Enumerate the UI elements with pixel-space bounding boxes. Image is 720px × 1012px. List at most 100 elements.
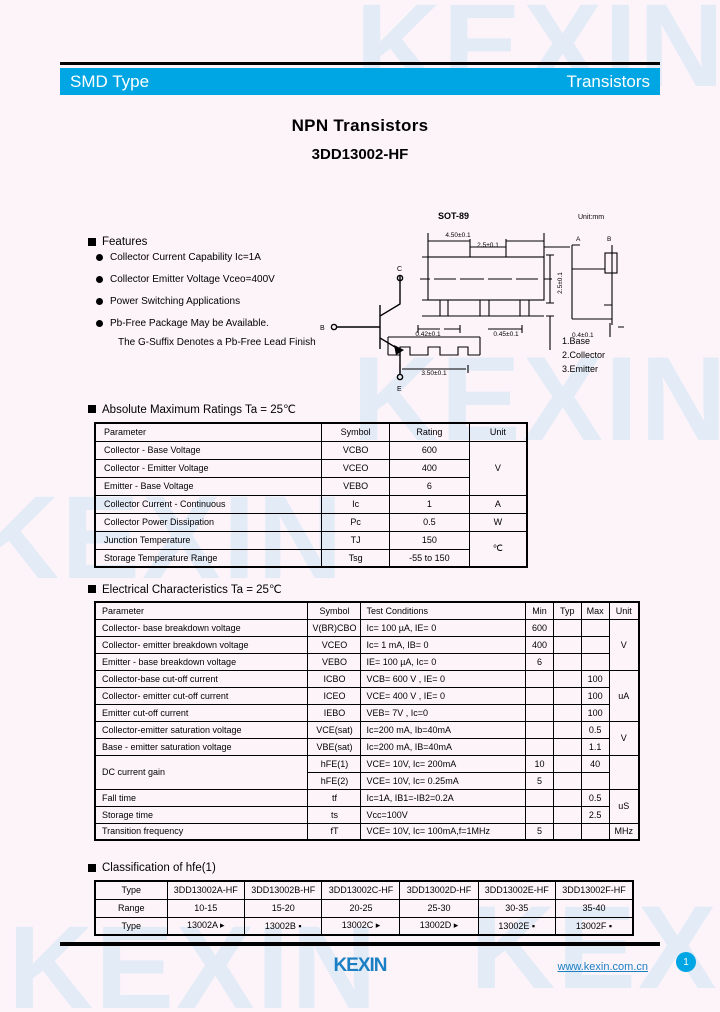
cell-range: 35-40 bbox=[554, 898, 634, 918]
cell-parameter: Storage time bbox=[94, 805, 309, 824]
cell-min bbox=[525, 788, 554, 807]
feature-text: Pb-Free Package May be Available. bbox=[110, 318, 269, 329]
cell-mark: 13002A ▸ bbox=[166, 916, 245, 936]
bullet-dot-icon bbox=[96, 298, 103, 305]
cell-conditions: VCE= 10V, Ic= 0.25mA bbox=[360, 771, 527, 790]
cell-conditions: VCE= 10V, Ic= 100mA,f=1MHz bbox=[360, 822, 527, 841]
cell-max: 40 bbox=[580, 754, 610, 773]
pin-legend: 1.Base 2.Collector 3.Emitter bbox=[562, 335, 605, 377]
cell-type: 3DD13002B-HF bbox=[243, 880, 323, 900]
cell-parameter: Emitter - base breakdown voltage bbox=[94, 652, 309, 671]
cell-symbol: ICBO bbox=[307, 669, 362, 688]
cell-parameter: Junction Temperature bbox=[94, 530, 323, 550]
cell-conditions: IE= 100 µA, Ic= 0 bbox=[360, 652, 527, 671]
cell-conditions: VCE= 10V, Ic= 200mA bbox=[360, 754, 527, 773]
list-item: Collector Current Capability Ic=1A bbox=[96, 253, 396, 263]
cell-symbol: TJ bbox=[321, 530, 391, 550]
cell-parameter: Emitter cut-off current bbox=[94, 703, 309, 722]
cell-parameter: Transition frequency bbox=[94, 822, 309, 841]
list-item: Pb-Free Package May be Available. bbox=[96, 319, 396, 329]
table-row: Storage Temperature Range Tsg -55 to 150 bbox=[94, 548, 527, 568]
cell-rating: 1 bbox=[389, 494, 470, 514]
bullet-dot-icon bbox=[96, 320, 103, 327]
table-row: Storage time ts Vcc=100V 2.5 bbox=[94, 805, 639, 824]
cell-typ bbox=[552, 805, 582, 824]
cell-min bbox=[525, 686, 554, 705]
table-row: Collector-emitter saturation voltage VCE… bbox=[94, 720, 640, 756]
cell-min: 5 bbox=[525, 771, 554, 790]
cell-min bbox=[525, 720, 554, 739]
pin-3-label: 3.Emitter bbox=[562, 363, 599, 374]
cell-range: 10-15 bbox=[166, 898, 245, 918]
cell-conditions: Ic=200 mA, IB=40mA bbox=[360, 737, 527, 756]
cell-max: 2.5 bbox=[580, 805, 610, 824]
cell-max: 0.5 bbox=[580, 788, 610, 807]
cell-typ bbox=[552, 669, 582, 688]
cell-unit bbox=[608, 754, 640, 790]
column-header: Min bbox=[525, 601, 554, 620]
cell-parameter: Collector-base cut-off current bbox=[94, 669, 309, 688]
cell-parameter: Collector-emitter saturation voltage bbox=[94, 720, 309, 739]
electrical-characteristics-table: Parameter Symbol Test Conditions Min Typ… bbox=[94, 601, 640, 841]
cell-symbol: ts bbox=[307, 805, 362, 824]
dim-side-b: B bbox=[607, 236, 611, 243]
features-heading-label: Features bbox=[102, 236, 148, 248]
cell-typ bbox=[552, 822, 582, 841]
cell-mark: 13002B ▪ bbox=[243, 916, 323, 936]
cell-parameter: Collector- base breakdown voltage bbox=[94, 618, 309, 637]
cell-conditions: Ic=1A, IB1=-IB2=0.2A bbox=[360, 788, 527, 807]
cell-min: 10 bbox=[525, 754, 554, 773]
cell-unit: ℃ bbox=[468, 530, 528, 568]
bullet-dot-icon bbox=[96, 276, 103, 283]
column-header: Unit bbox=[608, 601, 640, 620]
table-row: Emitter - base breakdown voltage VEBO IE… bbox=[94, 652, 639, 671]
cell-max: 0.5 bbox=[580, 720, 610, 739]
table-row: Base - emitter saturation voltage VBE(sa… bbox=[94, 737, 639, 756]
table-row: Collector- base breakdown voltage V(BR)C… bbox=[94, 618, 640, 671]
table-row: Collector Power Dissipation Pc 0.5 W bbox=[94, 512, 528, 532]
pin-1-label: 1.Base bbox=[562, 336, 591, 346]
table-header-row: Parameter Symbol Rating Unit bbox=[94, 422, 528, 442]
cell-typ bbox=[552, 652, 582, 671]
website-link[interactable]: www.kexin.com.cn bbox=[557, 961, 648, 973]
cell-min: 5 bbox=[525, 822, 554, 841]
symbol-collector-label: C bbox=[397, 266, 402, 273]
feature-note: The G-Suffix Denotes a Pb-Free Lead Fini… bbox=[118, 337, 316, 348]
cell-typ bbox=[552, 771, 582, 790]
cell-max bbox=[580, 635, 610, 654]
table-row: Fall time tf Ic=1A, IB1=-IB2=0.2A 0.5 uS bbox=[94, 788, 640, 824]
cell-typ bbox=[552, 754, 582, 773]
cell-max bbox=[580, 618, 610, 637]
cell-unit: uS bbox=[608, 788, 640, 824]
features-list: Collector Current Capability Ic=1A Colle… bbox=[96, 253, 396, 348]
cell-rating: 400 bbox=[389, 458, 470, 478]
cell-min: 600 bbox=[525, 618, 554, 637]
electrical-characteristics-heading: Electrical Characteristics Ta = 25℃ bbox=[88, 582, 282, 596]
electrical-characteristics-heading-label: Electrical Characteristics Ta = 25℃ bbox=[102, 584, 282, 596]
bullet-dot-icon bbox=[96, 254, 103, 261]
table-row: Transition frequency fT VCE= 10V, Ic= 10… bbox=[94, 822, 640, 841]
cell-mark: 13002C ▸ bbox=[321, 916, 401, 936]
cell-unit: A bbox=[468, 494, 528, 514]
bullet-square-icon bbox=[88, 585, 96, 593]
cell-symbol: IEBO bbox=[307, 703, 362, 722]
cell-conditions: VEB= 7V , Ic=0 bbox=[360, 703, 527, 722]
cell-range: 15-20 bbox=[243, 898, 323, 918]
part-number: 3DD13002-HF bbox=[311, 146, 409, 163]
symbol-emitter-label: E bbox=[397, 386, 402, 393]
cell-parameter: Collector Current - Continuous bbox=[94, 494, 323, 514]
cell-rating: 600 bbox=[389, 440, 470, 460]
cell-min bbox=[525, 805, 554, 824]
cell-symbol: VEBO bbox=[321, 476, 391, 496]
cell-unit: V bbox=[468, 440, 528, 496]
list-item: Power Switching Applications bbox=[96, 297, 396, 307]
cell-parameter: Collector - Emitter Voltage bbox=[94, 458, 323, 478]
cell-unit: V bbox=[608, 618, 640, 671]
cell-conditions: Ic=200 mA, Ib=40mA bbox=[360, 720, 527, 739]
cell-max: 100 bbox=[580, 669, 610, 688]
classification-heading-label: Classification of hfe(1) bbox=[102, 862, 216, 874]
cell-typ bbox=[552, 720, 582, 739]
cell-type: 3DD13002E-HF bbox=[477, 880, 556, 900]
dim-body-height: 2.5±0.1 bbox=[557, 272, 564, 294]
